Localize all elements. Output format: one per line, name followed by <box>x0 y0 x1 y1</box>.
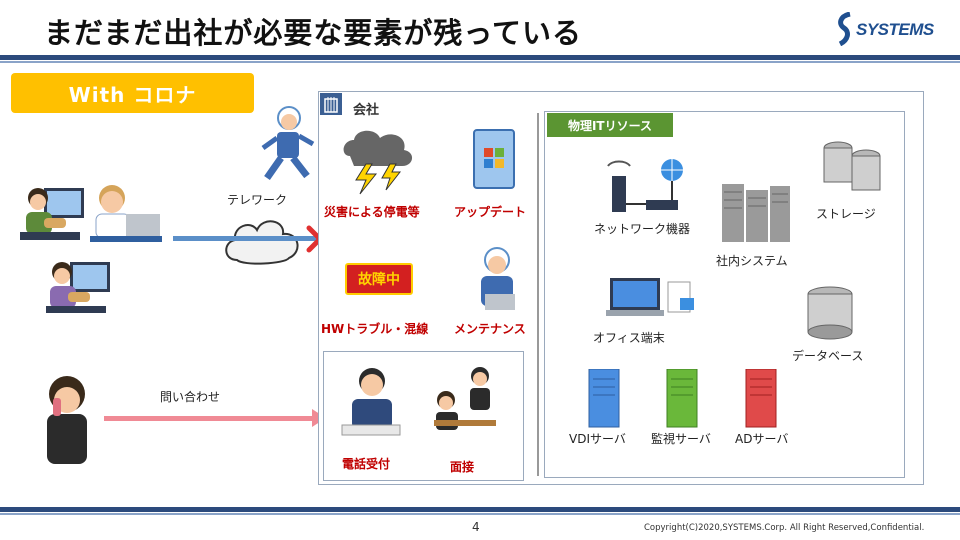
teleworker-man-illustration <box>86 180 164 248</box>
maintenance-worker-illustration <box>471 244 523 316</box>
ad-server-label: ADサーバ <box>735 432 789 446</box>
building-icon <box>320 93 342 115</box>
internal-system-label: 社内システム <box>716 254 788 268</box>
logo-mark-icon <box>838 12 851 46</box>
phone-reception-label: 電話受付 <box>342 457 391 471</box>
office-pc-label: オフィス端末 <box>593 331 665 345</box>
running-worker-illustration <box>257 104 317 186</box>
teleworker-woman2-illustration <box>42 256 112 316</box>
page-number: 4 <box>472 520 480 534</box>
database-label: データベース <box>792 349 864 363</box>
header-rule-light <box>0 61 960 63</box>
network-router-icon <box>606 156 690 218</box>
footer-rule <box>0 507 960 512</box>
phone-reception-illustration <box>338 365 402 441</box>
malfunction-sign-icon: 故障中 <box>345 263 413 295</box>
section-divider <box>537 113 539 476</box>
network-label: ネットワーク機器 <box>594 222 691 236</box>
storage-icon <box>820 138 884 198</box>
company-logo <box>836 12 952 48</box>
database-icon <box>805 286 855 342</box>
footer-rule-light <box>0 513 960 515</box>
update-package-icon <box>470 126 518 192</box>
monitor-server-label: 監視サーバ <box>651 432 711 446</box>
telework-label: テレワーク <box>227 193 288 207</box>
with-corona-badge: With コロナ <box>11 73 254 113</box>
inquiry-label: 問い合わせ <box>160 390 221 404</box>
inquiry-arrow <box>104 416 318 421</box>
interview-label: 面接 <box>450 460 475 474</box>
storm-cloud-icon <box>340 126 418 196</box>
copyright-text: Copyright(C)2020,SYSTEMS.Corp. All Right… <box>644 523 925 533</box>
logo-text: SYSTEMS <box>856 20 934 39</box>
office-pc-icon <box>606 276 698 320</box>
hw-trouble-label: HWトラブル・混線 <box>321 322 429 336</box>
server-rack-icon <box>720 184 792 244</box>
company-label: 会社 <box>353 103 380 118</box>
header-rule <box>0 55 960 60</box>
phone-caller-illustration <box>35 372 99 464</box>
interview-illustration <box>428 364 500 446</box>
update-label: アップデート <box>454 205 527 219</box>
vdi-server-label: VDIサーバ <box>569 432 626 446</box>
malfunction-sign-text: 故障中 <box>358 272 400 288</box>
teleworker-woman-illustration <box>16 182 86 244</box>
disaster-label: 災害による停電等 <box>324 205 420 219</box>
it-resources-label: 物理ITリソース <box>547 113 673 137</box>
storage-label: ストレージ <box>816 207 876 221</box>
monitor-server-icon <box>665 369 699 429</box>
ad-server-icon <box>744 369 778 429</box>
vdi-server-icon <box>587 369 621 429</box>
page-title: まだまだ出社が必要な要素が残っている <box>44 16 582 50</box>
onsite-tasks-area <box>323 351 524 481</box>
maintenance-label: メンテナンス <box>454 322 526 336</box>
